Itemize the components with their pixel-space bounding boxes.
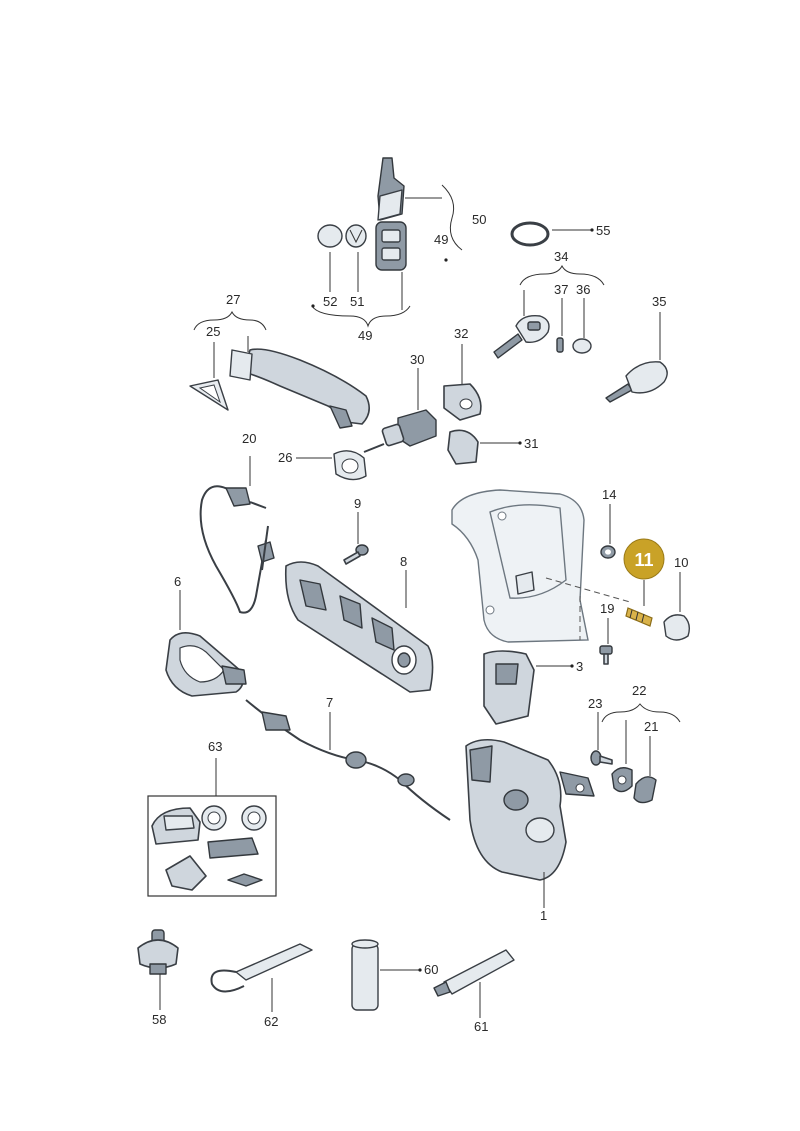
label-62: 62	[264, 1014, 278, 1029]
part-11-label: 11	[634, 550, 653, 570]
part-11-striker-pin[interactable]	[625, 607, 653, 627]
label-1: 1	[540, 908, 547, 923]
part-60-grease-can[interactable]	[351, 939, 379, 1011]
label-55: 55	[596, 223, 610, 238]
part-35-remote-key[interactable]	[605, 361, 668, 403]
part-34-key-blade[interactable]	[493, 315, 550, 359]
part-63-repair-kit[interactable]	[147, 795, 277, 897]
label-32: 32	[454, 326, 468, 341]
label-19: 19	[600, 601, 614, 616]
label-51: 51	[350, 294, 364, 309]
part-22-cover-plate[interactable]	[611, 767, 633, 793]
label-36: 36	[576, 282, 590, 297]
label-49-bottom: 49	[358, 328, 372, 343]
part-23-screw[interactable]	[590, 750, 613, 766]
part-21-cover-cap[interactable]	[633, 776, 657, 804]
part-49-handle-insert[interactable]	[375, 221, 407, 271]
part-14-nut[interactable]	[600, 545, 616, 559]
label-9: 9	[354, 496, 361, 511]
part-19-bolt[interactable]	[599, 645, 613, 665]
label-14: 14	[602, 487, 616, 502]
label-49-top: 49	[434, 232, 448, 247]
part-36-key-battery[interactable]	[572, 338, 592, 354]
part-10-pin-cap[interactable]	[663, 614, 691, 641]
part-7-operating-cable[interactable]	[245, 699, 451, 821]
part-62-cable-tie[interactable]	[210, 943, 313, 993]
label-22: 22	[632, 683, 646, 698]
label-50: 50	[472, 212, 486, 227]
label-34: 34	[554, 249, 568, 264]
label-3: 3	[576, 659, 583, 674]
part-51-cap-logo[interactable]	[345, 224, 367, 248]
label-37: 37	[554, 282, 568, 297]
label-58: 58	[152, 1012, 166, 1027]
label-8: 8	[400, 554, 407, 569]
label-31: 31	[524, 436, 538, 451]
part-55-seal-ring[interactable]	[510, 221, 550, 247]
part-3-lock-bracket[interactable]	[483, 650, 535, 725]
label-21: 21	[644, 719, 658, 734]
label-27: 27	[226, 292, 240, 307]
label-30: 30	[410, 352, 424, 367]
label-35: 35	[652, 294, 666, 309]
part-32-cylinder-cover[interactable]	[443, 383, 482, 421]
part-50-handle-cap[interactable]	[377, 157, 405, 221]
part-27-outer-handle[interactable]	[229, 348, 370, 429]
part-37-key-pin[interactable]	[556, 337, 564, 353]
part-31-cover-cap[interactable]	[447, 429, 479, 465]
part-58-lock-cylinder-plug[interactable]	[137, 929, 179, 975]
part-25-handle-gasket[interactable]	[189, 379, 229, 411]
label-25: 25	[206, 324, 220, 339]
label-26: 26	[278, 450, 292, 465]
part-6-inner-handle[interactable]	[165, 632, 247, 697]
label-6: 6	[174, 574, 181, 589]
label-23: 23	[588, 696, 602, 711]
label-61: 61	[474, 1019, 488, 1034]
part-26-cylinder-seal[interactable]	[333, 450, 367, 481]
label-63: 63	[208, 739, 222, 754]
label-60: 60	[424, 962, 438, 977]
part-9-screw[interactable]	[343, 544, 369, 565]
part-30-lock-cylinder[interactable]	[363, 409, 437, 453]
part-52-cap-round[interactable]	[317, 224, 343, 248]
label-7: 7	[326, 695, 333, 710]
part-11-highlight-badge[interactable]: 11	[623, 538, 665, 580]
label-20: 20	[242, 431, 256, 446]
part-20-release-cable[interactable]	[199, 485, 275, 614]
label-52: 52	[323, 294, 337, 309]
label-10: 10	[674, 555, 688, 570]
part-61-grease-tube[interactable]	[433, 949, 515, 997]
part-1-door-lock[interactable]	[465, 738, 595, 881]
part-8-handle-carrier[interactable]	[284, 561, 434, 693]
door-pillar-body	[451, 489, 589, 643]
